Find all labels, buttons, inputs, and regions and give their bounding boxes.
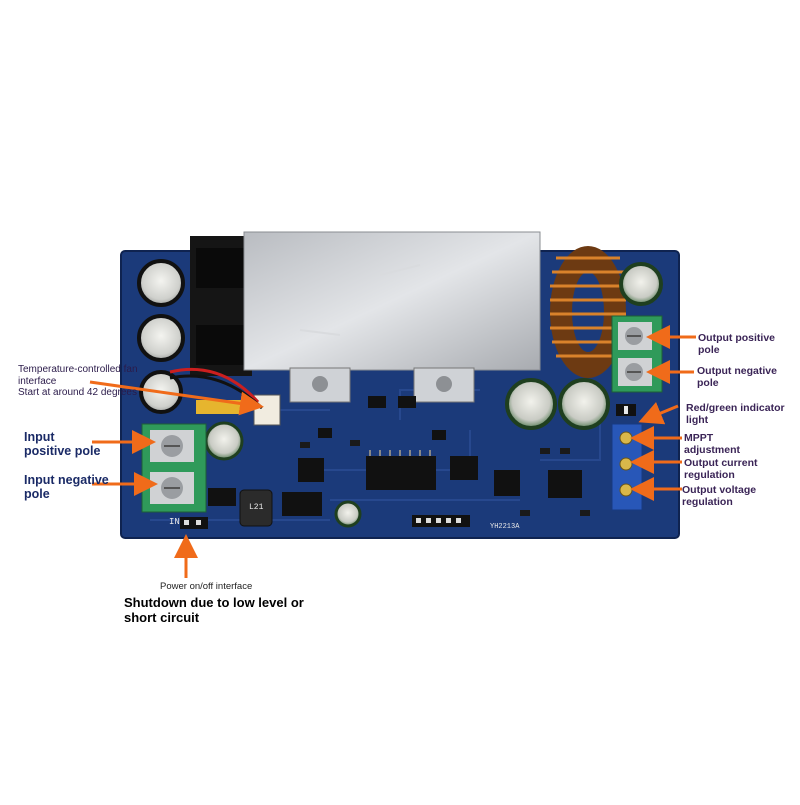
smd-inductor [239, 489, 273, 527]
label-output-negative: Output negative pole [697, 365, 777, 390]
input-capacitors [137, 259, 244, 461]
pin-header [412, 515, 470, 527]
label-input-positive: Input positive pole [24, 430, 101, 459]
arrow-icon [89, 325, 696, 578]
heatsink [243, 231, 541, 371]
toroid-inductor [550, 246, 626, 378]
label-mppt: MPPT adjustment [684, 432, 741, 457]
output-terminal [611, 315, 663, 393]
silkscreen-model: YH2213A [490, 523, 520, 531]
label-indicator-light: Red/green indicator light [686, 402, 785, 427]
label-input-negative: Input negative pole [24, 473, 109, 502]
label-output-current: Output current regulation [684, 457, 758, 482]
label-output-voltage: Output voltage regulation [682, 484, 757, 509]
output-capacitors [334, 262, 663, 528]
label-fan-interface: Temperature-controlled fan interface Sta… [18, 364, 138, 398]
input-terminal [141, 423, 207, 513]
label-output-positive: Output positive pole [698, 332, 775, 357]
label-shutdown: Shutdown due to low level or short circu… [124, 595, 304, 625]
fan-connector [253, 394, 281, 426]
label-power-onoff: Power on/off interface [160, 581, 253, 592]
ic-chips [208, 396, 582, 516]
silkscreen-in: IN [169, 517, 180, 527]
silkscreen-l21: L21 [249, 503, 264, 512]
